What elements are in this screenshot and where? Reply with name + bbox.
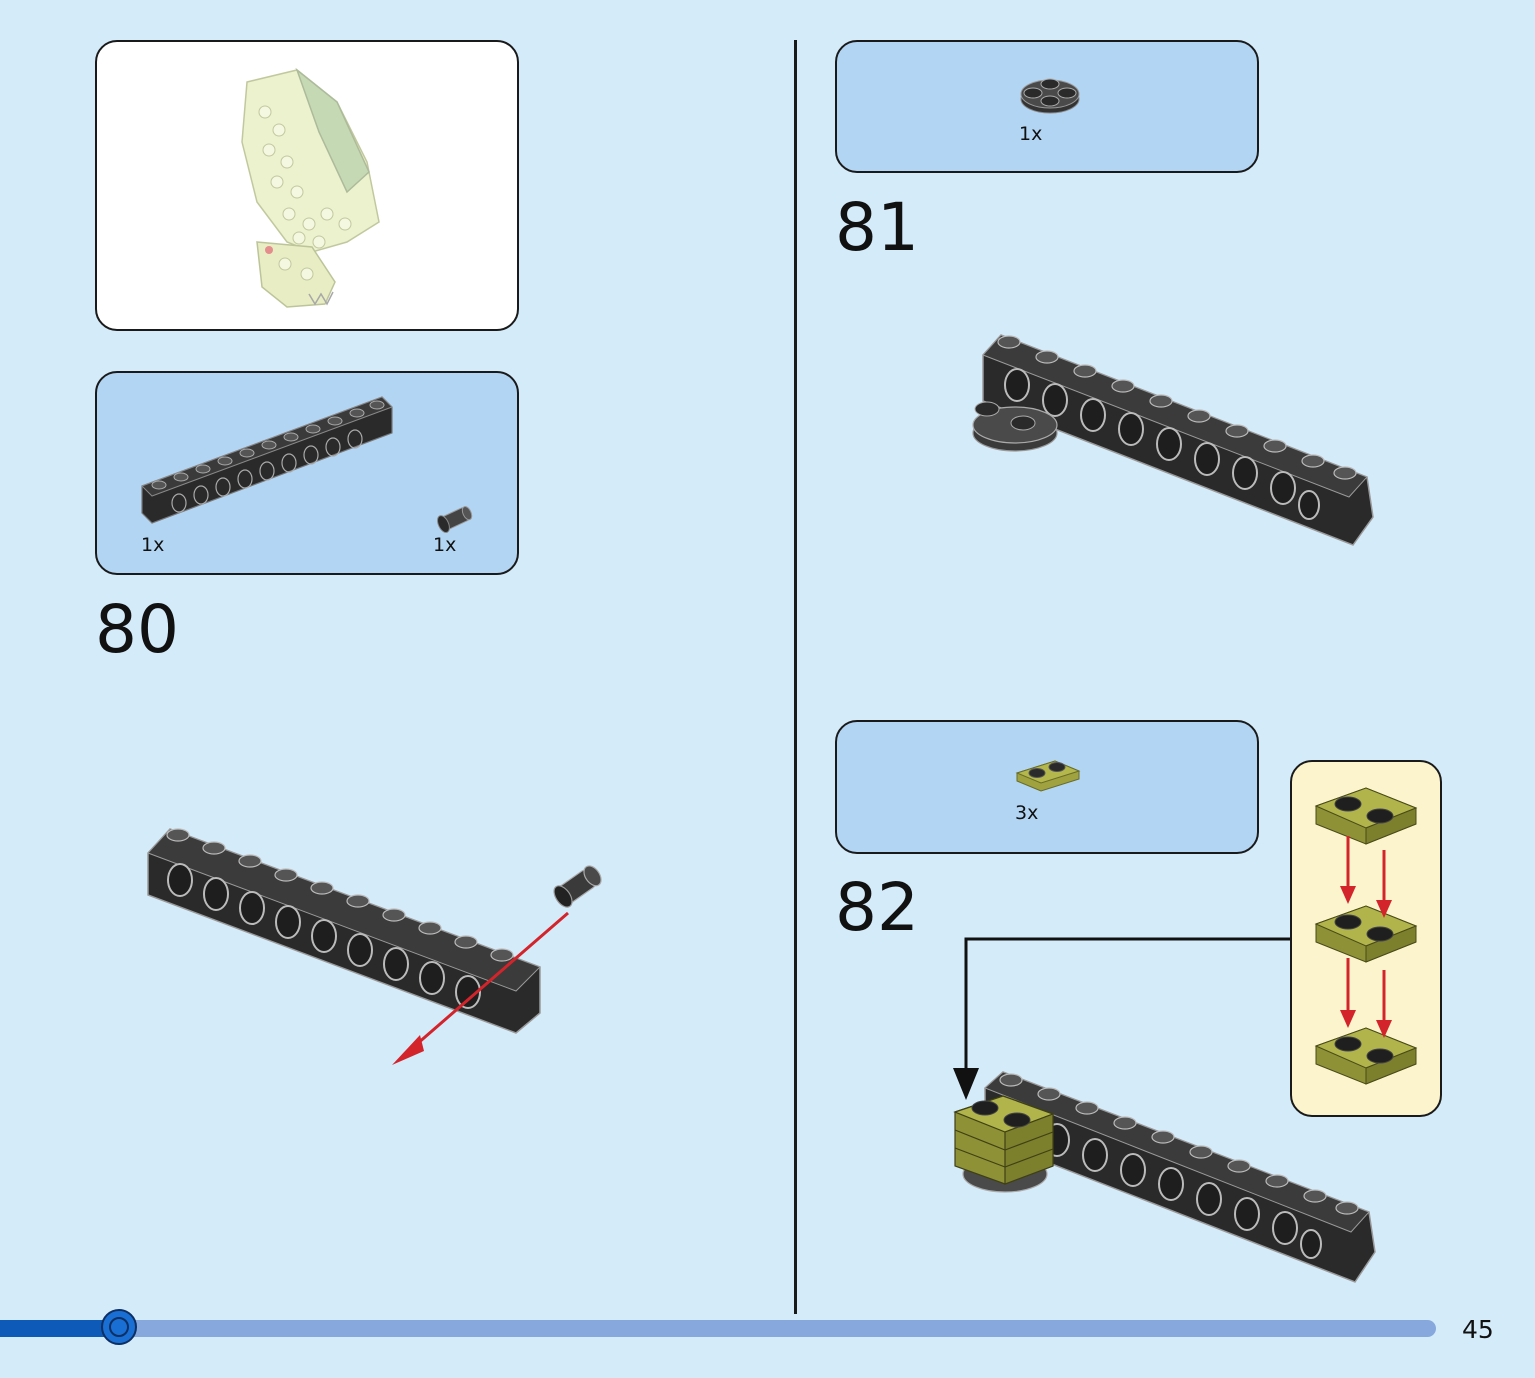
step-82-assembly-illustration	[953, 1071, 1376, 1283]
progress-knob	[101, 1309, 137, 1345]
subassembly-pointer-arrow	[953, 937, 1290, 1100]
progress-fill	[0, 1320, 119, 1337]
technic-brick-1x12-part	[141, 396, 393, 524]
parts-list-step-82: 3x	[835, 720, 1259, 854]
model-preview-image	[241, 67, 380, 308]
part-quantity: 3x	[1015, 802, 1039, 824]
part-quantity: 1x	[433, 534, 457, 556]
part-quantity: 1x	[141, 534, 165, 556]
column-divider	[794, 40, 797, 1314]
step-number: 82	[835, 869, 919, 946]
step-80-assembly-illustration	[147, 828, 602, 1065]
round-plate-part	[1020, 78, 1080, 114]
insert-direction-arrow	[401, 911, 569, 1059]
step-81-assembly-illustration	[972, 334, 1374, 546]
plate-1x2-olive-part	[1015, 760, 1081, 792]
part-quantity: 1x	[1019, 123, 1043, 145]
model-preview-callout	[95, 40, 519, 331]
subassembly-callout	[1290, 760, 1442, 1117]
page-number: 45	[1462, 1315, 1494, 1344]
plate-stack-subassembly	[1315, 787, 1417, 1085]
parts-list-step-81: 1x	[835, 40, 1259, 173]
step-number: 80	[95, 591, 179, 668]
step-number: 81	[835, 189, 919, 266]
parts-list-step-80: 1x 1x	[95, 371, 519, 575]
progress-track	[0, 1320, 1436, 1337]
technic-pin-part	[437, 506, 473, 534]
